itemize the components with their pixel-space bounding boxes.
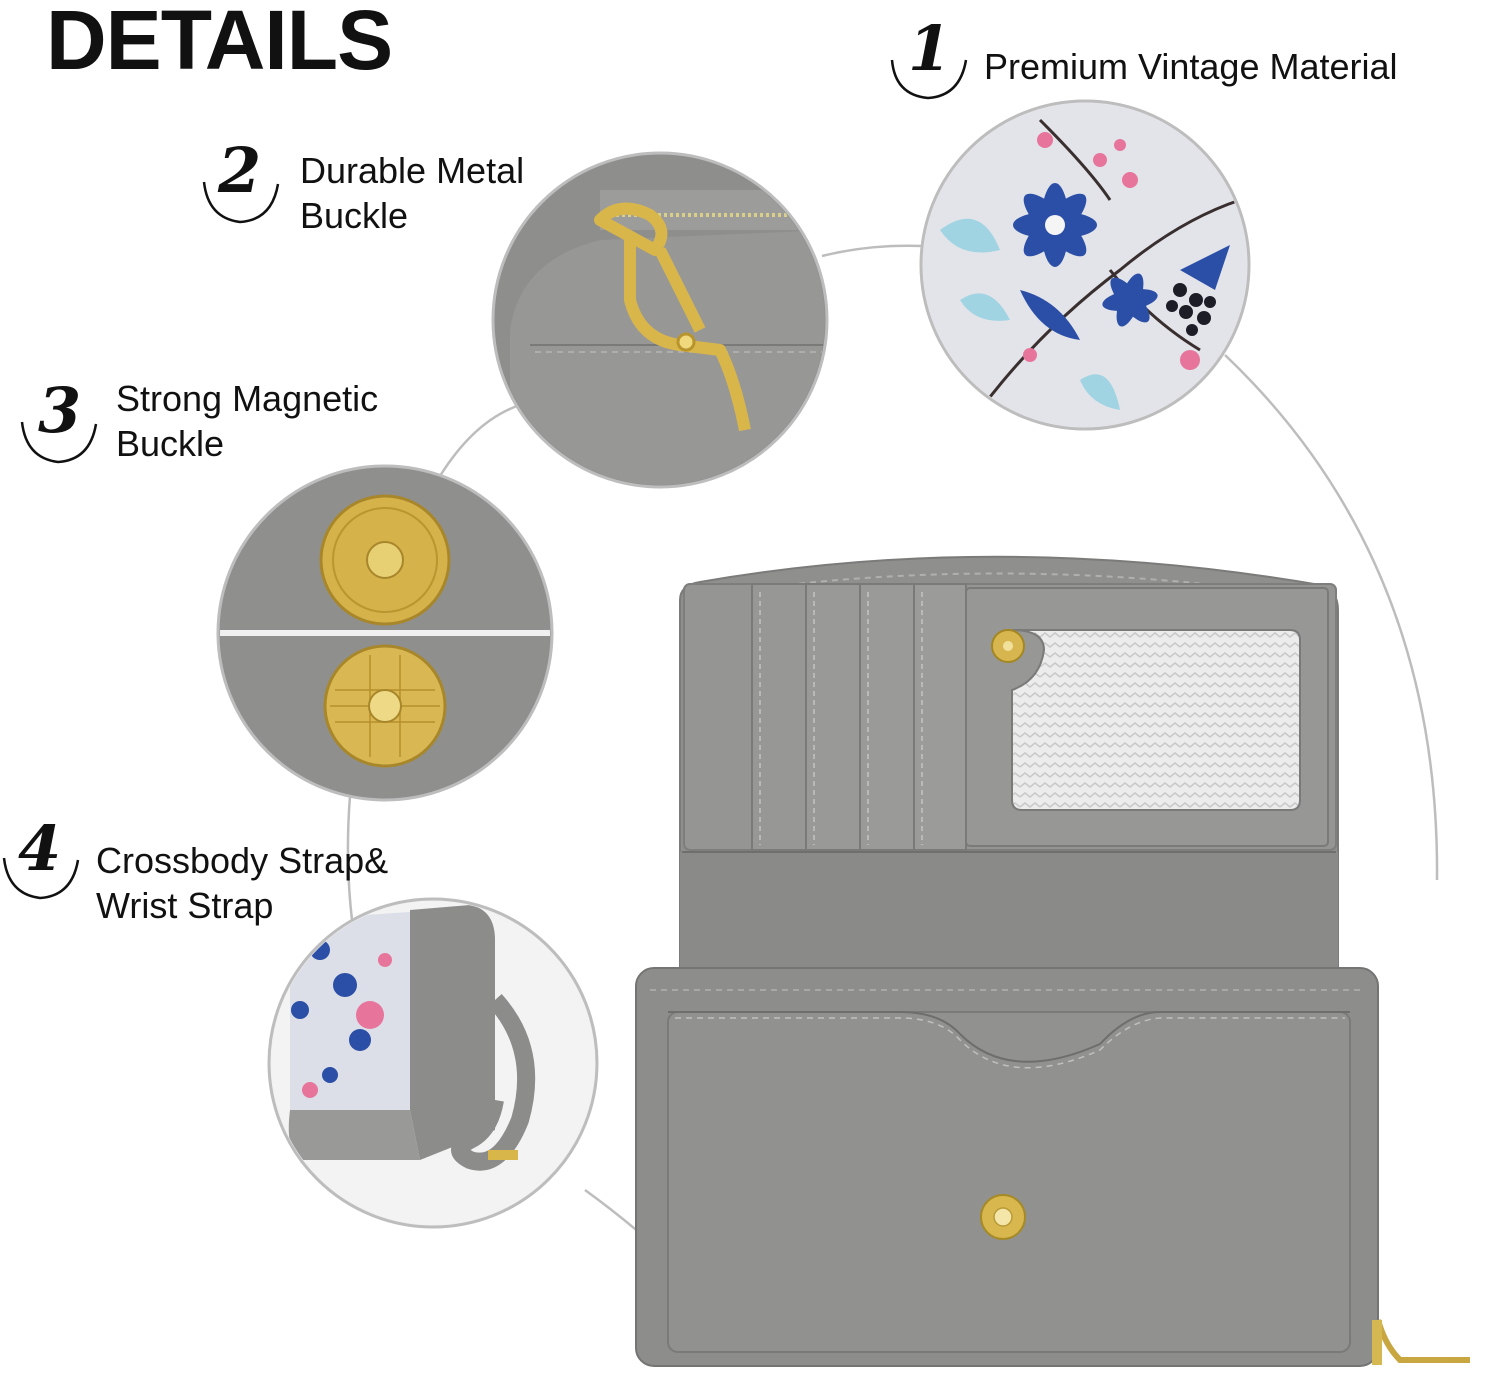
snap-button-icon: [980, 1194, 1026, 1240]
number-arcs: [2, 59, 968, 900]
feature-label: Strong Magnetic Buckle: [116, 376, 378, 466]
detail-circle-material: [919, 99, 1251, 431]
wallet-open: [635, 555, 1470, 1367]
detail-circle-metal-buckle: [491, 151, 829, 489]
snap-hook-icon: [594, 202, 751, 432]
feature-number: 4: [18, 812, 62, 885]
feature-line-2: Wrist Strap: [96, 885, 274, 926]
floral-pattern-icon: [923, 103, 1247, 427]
feature-label: Durable Metal Buckle: [300, 148, 524, 238]
feature-label: Crossbody Strap& Wrist Strap: [96, 838, 388, 928]
feature-number: 3: [38, 374, 82, 447]
feature-line-1: Strong Magnetic: [116, 378, 379, 419]
feature-line-1: Premium Vintage Material: [984, 46, 1398, 87]
feature-line-2: Buckle: [116, 423, 225, 464]
detail-circle-strap: [267, 897, 599, 1229]
feature-number: 2: [218, 134, 262, 207]
feature-line-2: Buckle: [300, 195, 409, 236]
feature-line-1: Crossbody Strap&: [96, 840, 389, 881]
card-slots: [751, 583, 967, 851]
feature-number: 1: [908, 12, 952, 85]
feature-label: Premium Vintage Material: [984, 44, 1398, 89]
feature-line-1: Durable Metal: [300, 150, 525, 191]
detail-circle-magnetic-buckle: [216, 464, 554, 802]
page-title: DETAILS: [46, 0, 393, 87]
magnet-clasp-icon: [319, 494, 451, 768]
